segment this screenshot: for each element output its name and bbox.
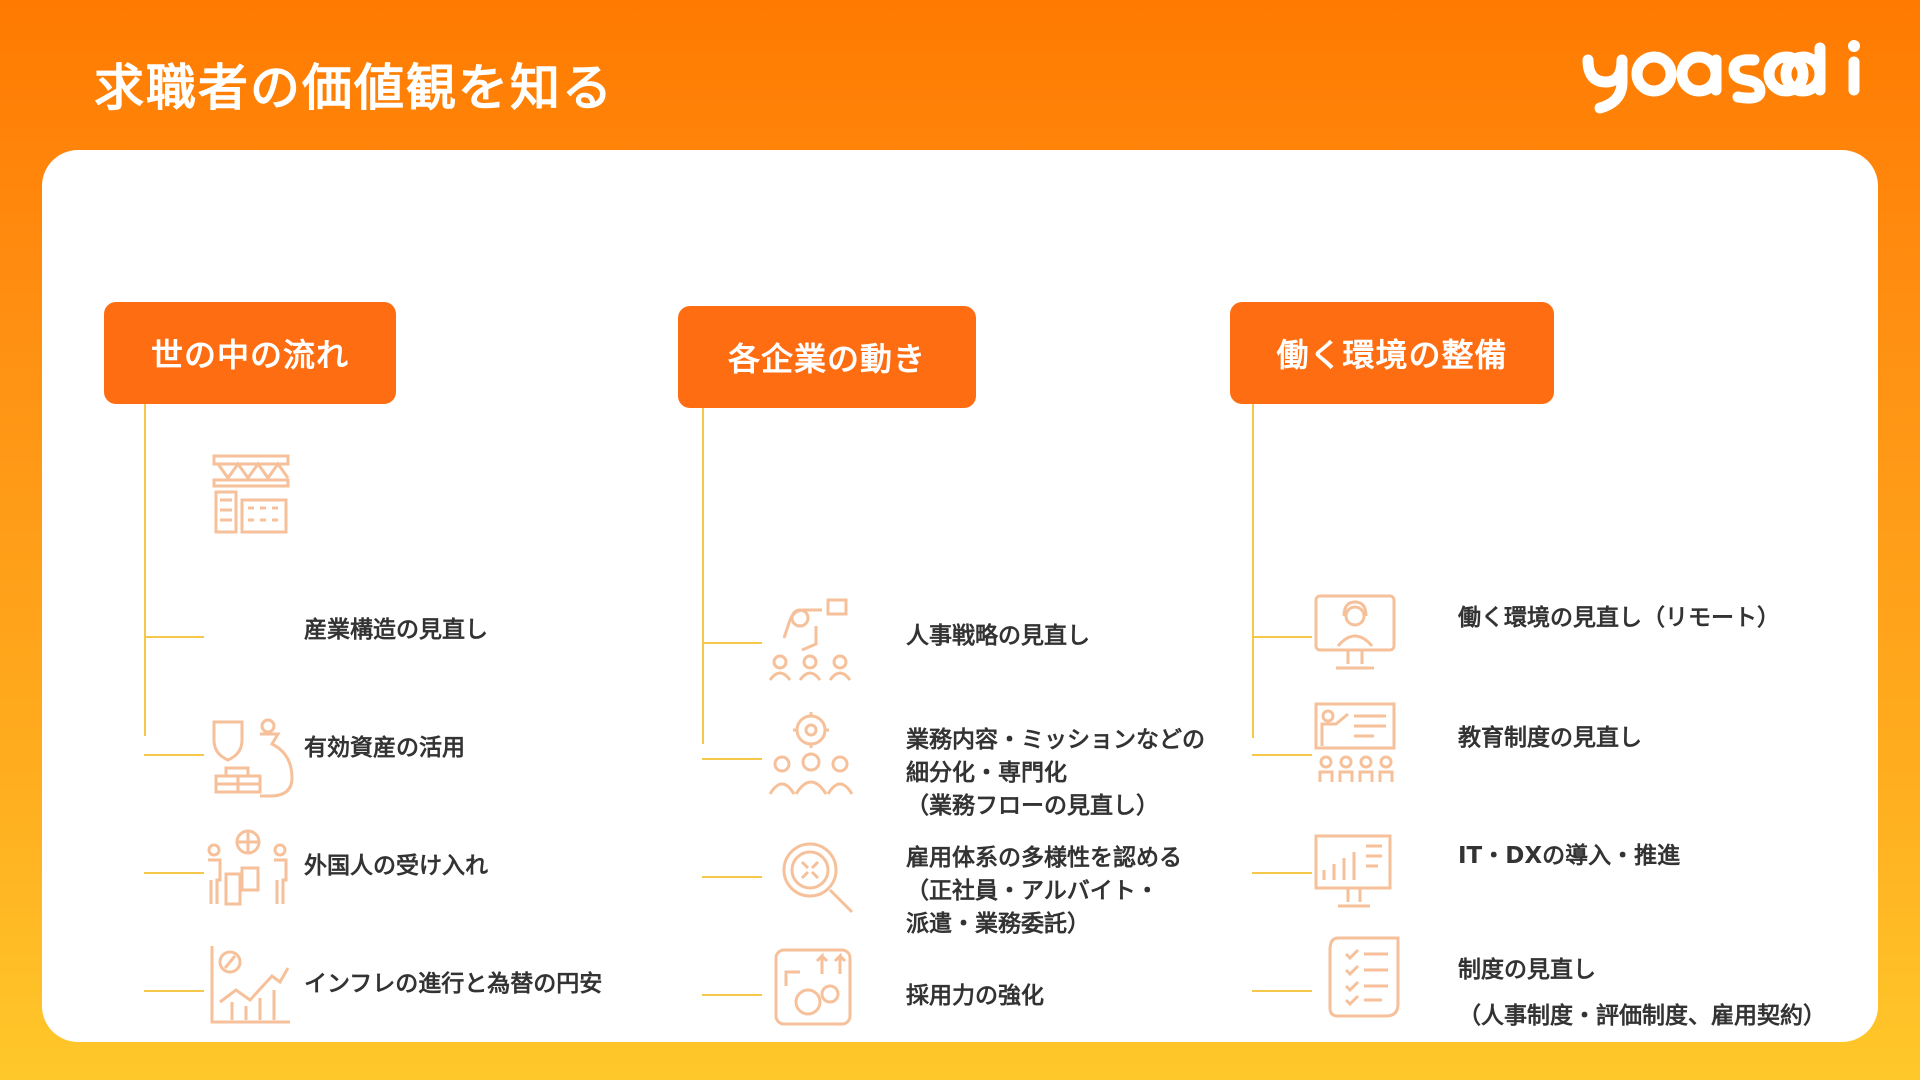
presentation-icon bbox=[1312, 700, 1398, 786]
list-item: 有効資産の活用 bbox=[304, 732, 465, 765]
list-item: IT・DXの導入・推進 bbox=[1458, 840, 1680, 873]
item-line: 派遣・業務委託） bbox=[906, 911, 1090, 937]
item-line: 有効資産の活用 bbox=[304, 735, 465, 761]
connector-branch bbox=[702, 994, 762, 996]
column-header-company-moves: 各企業の動き bbox=[678, 306, 976, 408]
item-line: 外国人の受け入れ bbox=[304, 853, 488, 879]
column-header-world-trends: 世の中の流れ bbox=[104, 302, 396, 404]
item-line: 制度の見直し bbox=[1458, 957, 1596, 983]
list-item: 人事戦略の見直し bbox=[906, 620, 1090, 653]
connector-vertical bbox=[702, 408, 704, 744]
travelers-globe-icon bbox=[204, 828, 290, 914]
gear-team-icon bbox=[768, 710, 854, 796]
content-panel: 世の中の流れ 産業構造の見直し bbox=[42, 150, 1878, 1042]
connector-branch bbox=[1252, 636, 1312, 638]
connector-vertical bbox=[1252, 404, 1254, 738]
recruitment-gears-icon bbox=[772, 946, 858, 1032]
connector-branch bbox=[144, 872, 204, 874]
dashboard-monitor-icon bbox=[1312, 832, 1398, 918]
checklist-icon bbox=[1324, 934, 1410, 1020]
connector-branch bbox=[1252, 754, 1312, 756]
list-item: 教育制度の見直し bbox=[1458, 722, 1642, 755]
money-bag-shield-icon bbox=[208, 714, 294, 800]
team-strategy-icon bbox=[768, 596, 854, 682]
item-line: 働く環境の見直し（リモート） bbox=[1458, 605, 1780, 631]
item-line: （正社員・アルバイト・ bbox=[906, 878, 1159, 904]
logo bbox=[1578, 38, 1864, 118]
remote-worker-icon bbox=[1312, 590, 1398, 676]
item-line: 細分化・専門化 bbox=[906, 760, 1067, 786]
item-line: 人事戦略の見直し bbox=[906, 623, 1090, 649]
connector-vertical bbox=[144, 404, 146, 736]
connector-branch bbox=[1252, 990, 1312, 992]
list-item: 業務内容・ミッションなどの 細分化・専門化 （業務フローの見直し） bbox=[906, 724, 1205, 823]
magnifier-icon bbox=[774, 834, 860, 920]
list-item: 外国人の受け入れ bbox=[304, 850, 488, 883]
list-item: 産業構造の見直し bbox=[304, 614, 488, 647]
column-header-work-environment: 働く環境の整備 bbox=[1230, 302, 1554, 404]
item-line: IT・DXの導入・推進 bbox=[1458, 843, 1681, 869]
connector-branch bbox=[702, 876, 762, 878]
item-line: 業務内容・ミッションなどの bbox=[906, 727, 1205, 753]
list-item: 働く環境の見直し（リモート） bbox=[1458, 602, 1780, 635]
list-item: 制度の見直し （人事制度・評価制度、雇用契約） bbox=[1458, 954, 1826, 1033]
connector-branch bbox=[144, 636, 204, 638]
item-line: インフレの進行と為替の円安 bbox=[304, 971, 603, 997]
connector-branch bbox=[144, 990, 204, 992]
list-item: インフレの進行と為替の円安 bbox=[304, 968, 602, 1001]
connector-branch bbox=[702, 758, 762, 760]
item-line: （人事制度・評価制度、雇用契約） bbox=[1458, 1003, 1826, 1029]
item-line: （業務フローの見直し） bbox=[906, 793, 1159, 819]
factory-icon bbox=[208, 452, 294, 538]
item-line: 教育制度の見直し bbox=[1458, 725, 1642, 751]
connector-branch bbox=[144, 754, 204, 756]
page-title: 求職者の価値観を知る bbox=[94, 59, 614, 117]
connector-branch bbox=[702, 642, 762, 644]
list-item: 雇用体系の多様性を認める （正社員・アルバイト・ 派遣・業務委託） bbox=[906, 842, 1182, 941]
connector-branch bbox=[1252, 872, 1312, 874]
item-line: 雇用体系の多様性を認める bbox=[906, 845, 1182, 871]
item-line: 採用力の強化 bbox=[906, 983, 1044, 1009]
list-item: 採用力の強化 bbox=[906, 980, 1044, 1013]
item-line: 産業構造の見直し bbox=[304, 617, 488, 643]
growth-chart-percent-icon bbox=[208, 942, 294, 1028]
